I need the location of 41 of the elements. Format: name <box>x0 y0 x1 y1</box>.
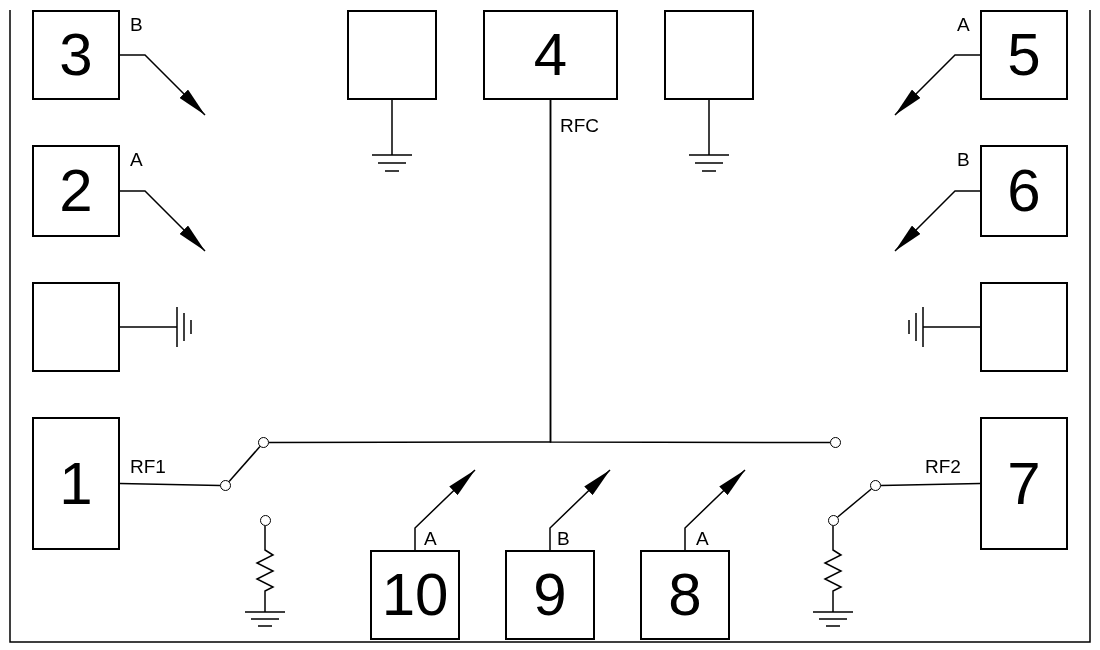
pin-pad: 4 <box>483 10 618 100</box>
switch-contact <box>828 515 839 526</box>
wire <box>228 445 261 483</box>
pin-pad: 3 <box>32 10 120 100</box>
arrow <box>894 54 981 116</box>
pin-pad: 1 <box>32 417 120 550</box>
edge-label: B <box>130 15 143 34</box>
pin-pad: 2 <box>32 145 120 237</box>
arrow <box>684 469 746 551</box>
arrow <box>894 190 981 252</box>
switch-contact <box>258 437 269 448</box>
edge-label: A <box>130 150 143 169</box>
wire <box>119 482 221 487</box>
edge-label: B <box>557 529 570 548</box>
edge-label: RF1 <box>130 457 166 476</box>
pin-pad <box>980 282 1068 372</box>
pin-pad <box>32 282 120 372</box>
arrow <box>119 190 206 252</box>
edge-label: RFC <box>560 116 600 135</box>
switch-contact <box>260 515 271 526</box>
pin-pad: 10 <box>370 550 460 640</box>
pin-pad: 8 <box>640 550 730 640</box>
edge-label: A <box>957 15 970 34</box>
pin-pad <box>664 10 754 100</box>
wire <box>549 99 831 444</box>
edge-label: B <box>957 150 970 169</box>
arrow <box>549 469 611 551</box>
pin-pad: 7 <box>980 417 1068 550</box>
arrow <box>119 54 206 116</box>
pin-pad <box>347 10 437 100</box>
edge-label: A <box>424 529 437 548</box>
edge-label: A <box>696 529 709 548</box>
edge-label: RF2 <box>925 457 961 476</box>
wire <box>880 482 981 487</box>
pin-pad: 6 <box>980 145 1068 237</box>
pin-pad: 9 <box>505 550 595 640</box>
switch-contact <box>830 437 841 448</box>
pin-pad: 5 <box>980 10 1068 100</box>
switch-contact <box>870 480 881 491</box>
switch-contact <box>220 480 231 491</box>
arrow <box>414 469 476 551</box>
